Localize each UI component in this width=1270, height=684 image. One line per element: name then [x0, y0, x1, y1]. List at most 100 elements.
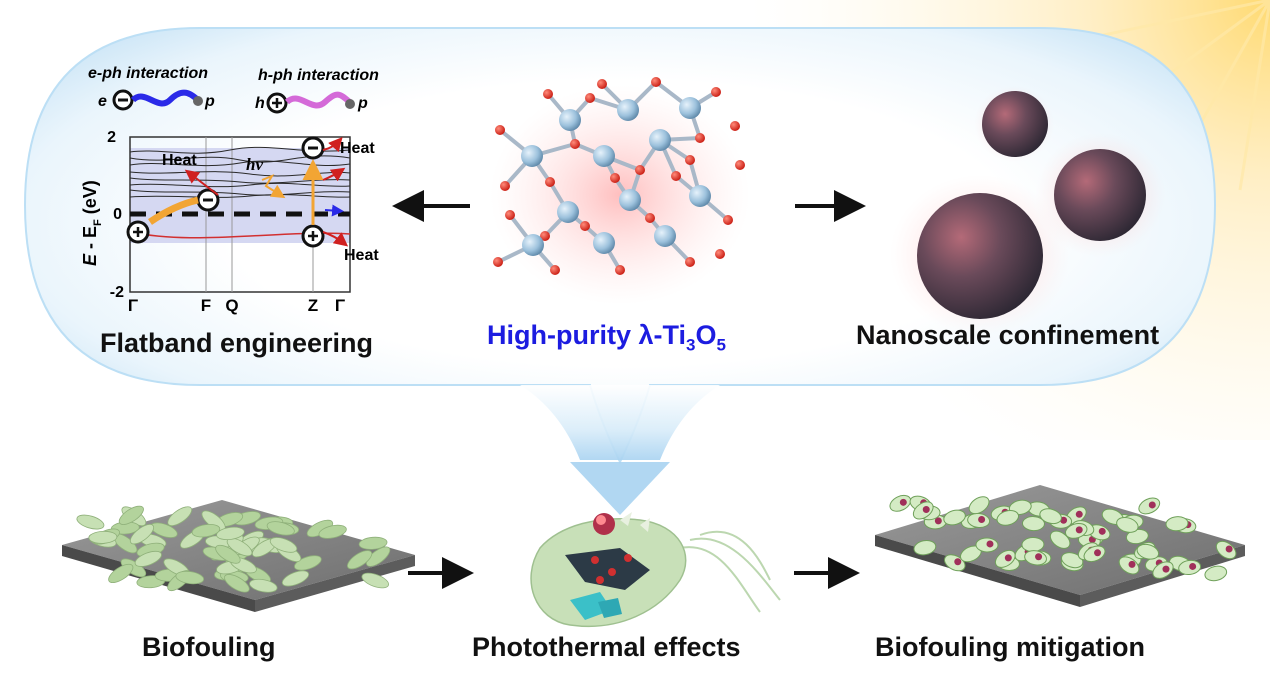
nanoparticle-dot	[954, 558, 962, 566]
bacterium	[108, 563, 134, 584]
eph-interaction: e-ph interaction e p	[88, 65, 215, 111]
oxygen-atom	[500, 181, 510, 191]
bacterium	[76, 514, 105, 530]
oxygen-atom	[493, 257, 503, 267]
hph-h-letter: h	[255, 95, 265, 112]
nanoparticle-dot	[1148, 501, 1156, 509]
oxygen-atom	[735, 160, 745, 170]
heat-label-3: Heat	[344, 247, 379, 264]
bacterium	[318, 524, 347, 539]
bubble-pointer	[570, 462, 670, 515]
nanoparticle-large	[917, 193, 1043, 319]
phonon-dot-e	[193, 96, 203, 106]
hph-interaction: h-ph interaction h p	[255, 67, 379, 114]
flatband-engineering-label: Flatband engineering	[100, 328, 374, 358]
damaged-bacterium	[913, 539, 937, 556]
titanium-atom	[619, 189, 641, 211]
oxygen-atom	[597, 79, 607, 89]
phonon-dot-h	[345, 99, 355, 109]
oxygen-atom	[723, 215, 733, 225]
oxygen-atom	[505, 210, 515, 220]
nanoparticle-dot	[922, 505, 930, 513]
hph-label: h-ph interaction	[258, 67, 379, 84]
titanium-atom	[649, 129, 671, 151]
bacterium-photothermal	[530, 512, 781, 627]
titanium-atom	[679, 97, 701, 119]
eph-e-letter: e	[98, 93, 107, 110]
damaged-bacterium	[1136, 543, 1160, 560]
oxygen-atom	[585, 93, 595, 103]
hole-wave	[284, 91, 354, 109]
titanium-atom	[617, 99, 639, 121]
oxygen-atom	[711, 87, 721, 97]
bacterium	[294, 555, 322, 571]
ytick-0: 0	[113, 206, 122, 223]
damaged-bacterium	[943, 509, 966, 526]
ti3o5-crystal-structure	[493, 77, 745, 275]
nanoparticle-dot	[1094, 549, 1102, 557]
biofouling-label: Biofouling	[142, 632, 276, 662]
titanium-atom	[689, 185, 711, 207]
nanoparticle-dot	[1098, 527, 1106, 535]
nanoparticle-dot	[1075, 526, 1083, 534]
oxygen-atom	[645, 213, 655, 223]
damaged-bacterium	[996, 510, 1020, 526]
oxygen-atom	[671, 171, 681, 181]
titanium-atom	[593, 232, 615, 254]
nanoparticle-dot	[978, 515, 986, 523]
photon-label: hν	[246, 155, 263, 174]
bacterium	[361, 572, 389, 589]
oxygen-atom	[651, 77, 661, 87]
damaged-bacterium	[1165, 516, 1189, 532]
heat-arrow-3	[322, 167, 346, 182]
bacterium	[175, 570, 205, 585]
nanoparticle-dot	[1189, 562, 1197, 570]
titanium-atom	[559, 109, 581, 131]
titanium-atom	[557, 201, 579, 223]
heat-arrow-2	[322, 136, 343, 153]
nanoparticle-dot	[1225, 545, 1233, 553]
damaged-bacterium	[1204, 565, 1228, 582]
bacterium	[269, 537, 298, 553]
k-point-label: Q	[225, 296, 238, 315]
ytick-neg2: -2	[110, 284, 124, 301]
k-point-label: Γ	[128, 296, 138, 315]
bacterium	[249, 578, 278, 593]
oxygen-atom	[715, 249, 725, 259]
biofouling-mitigation-label: Biofouling mitigation	[875, 632, 1145, 662]
nanoparticle-dot	[1075, 510, 1083, 518]
photon-arrow	[261, 173, 286, 199]
eph-label: e-ph interaction	[88, 65, 208, 82]
bacteria-cluster-right	[889, 494, 1237, 582]
oxygen-atom	[615, 265, 625, 275]
titanium-atom	[522, 234, 544, 256]
oxygen-atom	[685, 155, 695, 165]
nanoparticle-dot	[1035, 553, 1043, 561]
photothermal-effects-label: Photothermal effects	[472, 632, 741, 662]
damaged-bacterium	[1061, 552, 1084, 569]
bacterium	[224, 574, 250, 593]
ytick-2: 2	[107, 129, 116, 146]
heat-arrow-4	[322, 231, 349, 247]
material-label: High-purity λ-Ti3O5	[487, 320, 726, 355]
bacterium	[347, 550, 373, 570]
nanoparticle-dot	[899, 498, 907, 506]
k-point-label: Z	[308, 296, 318, 315]
bacterium	[88, 530, 118, 544]
bacterium	[215, 544, 241, 564]
nanoparticle-small	[982, 91, 1048, 157]
bacterium	[216, 526, 245, 541]
oxygen-atom	[540, 231, 550, 241]
hph-p-letter: p	[357, 95, 368, 112]
oxygen-atom	[635, 165, 645, 175]
damaged-bacterium	[1049, 530, 1071, 549]
oxygen-atom	[495, 125, 505, 135]
bacterium	[281, 570, 310, 587]
oxygen-atom	[543, 89, 553, 99]
oxygen-atom	[580, 221, 590, 231]
oxygen-atom	[730, 121, 740, 131]
damaged-bacterium	[1021, 516, 1045, 532]
